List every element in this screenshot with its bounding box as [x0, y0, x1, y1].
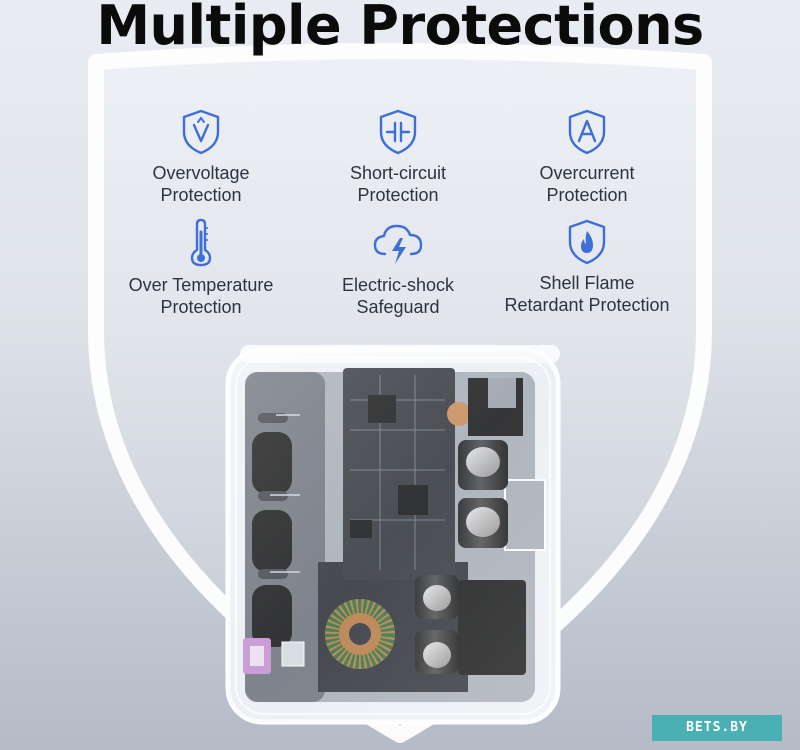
feature-overcurrent: Overcurrent Protection — [487, 108, 687, 206]
feature-label-line1: Short-circuit — [349, 163, 447, 183]
feature-label-line2: Retardant Protection — [504, 295, 670, 315]
feature-short-circuit: Short-circuit Protection — [298, 108, 498, 206]
watermark: BETS.BY — [652, 715, 782, 741]
feature-label-line1: Shell Flame — [539, 273, 635, 293]
feature-shell-flame-retardant: Shell Flame Retardant Protection — [487, 218, 687, 316]
shield-v-icon — [182, 109, 220, 155]
shield-a-icon — [568, 109, 606, 155]
feature-overvoltage: Overvoltage Protection — [101, 108, 301, 206]
feature-label-line1: Over Temperature — [128, 275, 274, 295]
feature-label-line1: Overvoltage — [152, 163, 250, 183]
feature-label-line2: Protection — [357, 185, 439, 205]
shield-flame-icon — [568, 219, 606, 265]
feature-label-line2: Protection — [160, 185, 242, 205]
feature-label-line1: Electric-shock — [341, 275, 455, 295]
page-title: Multiple Protections — [96, 0, 704, 57]
feature-label-line2: Safeguard — [356, 297, 440, 317]
cloud-lightning-icon — [373, 224, 423, 264]
thermometer-icon — [190, 218, 212, 267]
feature-label-line1: Overcurrent — [539, 163, 635, 183]
shield-circuit-icon — [379, 109, 417, 155]
feature-label-line2: Protection — [546, 185, 628, 205]
feature-over-temperature: Over Temperature Protection — [101, 218, 301, 318]
feature-label-line2: Protection — [160, 297, 242, 317]
feature-electric-shock: Electric-shock Safeguard — [298, 218, 498, 318]
